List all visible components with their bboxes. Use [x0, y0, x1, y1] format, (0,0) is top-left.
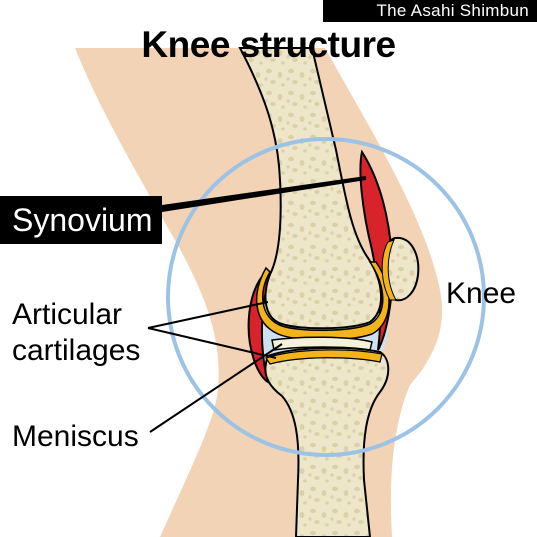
patella-cartilage — [381, 239, 397, 301]
meniscus-pointer — [149, 343, 283, 433]
knee-circle — [166, 137, 486, 457]
credit-text: The Asahi Shimbun — [376, 1, 529, 20]
articular-pointer-2 — [147, 327, 277, 359]
page-title: Knee structure — [141, 24, 396, 65]
articular-label-line1: Articular — [12, 298, 123, 331]
meniscus-label: Meniscus — [12, 420, 139, 453]
synovium-label: Synovium — [12, 202, 153, 238]
femur-cartilage — [255, 261, 390, 341]
tibia — [264, 346, 390, 537]
knee-label: Knee — [446, 277, 517, 310]
synovium-pointer — [162, 176, 366, 212]
meniscus — [271, 336, 373, 351]
articular-pointer-1 — [147, 301, 269, 329]
credit-bar — [323, 0, 537, 22]
tibia-cartilage — [265, 349, 383, 365]
synovium-label-box — [0, 196, 162, 244]
articular-label-line2: cartilages — [12, 334, 141, 367]
